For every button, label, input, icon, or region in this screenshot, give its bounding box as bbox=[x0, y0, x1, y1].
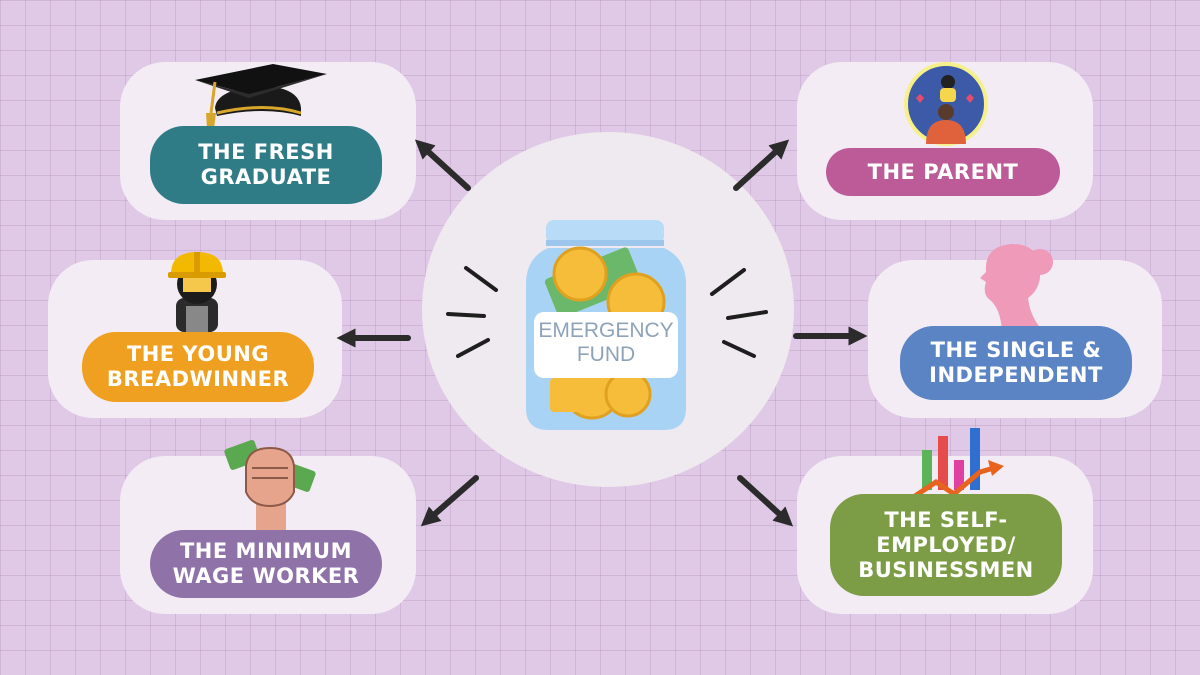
fist-with-money-icon bbox=[224, 439, 316, 534]
emergency-fund-label: EMERGENCY FUND bbox=[530, 312, 682, 374]
self-employed-line3: BUSINESSMEN bbox=[858, 557, 1034, 582]
graduation-cap-icon bbox=[195, 64, 327, 128]
fresh-graduate-line1: THE FRESH bbox=[198, 140, 334, 164]
woman-silhouette-icon bbox=[980, 244, 1053, 330]
arrow-fresh-graduate bbox=[414, 139, 471, 191]
fresh-graduate-line2: GRADUATE bbox=[200, 165, 332, 189]
parent-pill: THE PARENT bbox=[826, 148, 1060, 196]
arrow-minimum-wage-worker bbox=[420, 475, 479, 527]
emergency-fund-jar-icon bbox=[526, 220, 686, 430]
minimum-wage-worker-line1: THE MINIMUM bbox=[179, 539, 352, 563]
single-independent-line2: INDEPENDENT bbox=[929, 363, 1103, 387]
emergency-fund-line1: EMERGENCY bbox=[538, 319, 674, 342]
self-employed-line2: EMPLOYED/ bbox=[876, 532, 1016, 557]
parent-child-icon bbox=[904, 62, 988, 146]
emergency-fund-line2: FUND bbox=[576, 343, 636, 366]
single-independent-pill: THE SINGLE &INDEPENDENT bbox=[900, 326, 1132, 400]
young-breadwinner-line2: BREADWINNER bbox=[106, 367, 290, 391]
minimum-wage-worker-line2: WAGE WORKER bbox=[172, 564, 360, 588]
single-independent-line1: THE SINGLE & bbox=[930, 338, 1102, 362]
young-breadwinner-line1: THE YOUNG bbox=[126, 342, 270, 366]
self-employed-pill: THE SELF-EMPLOYED/BUSINESSMEN bbox=[830, 494, 1062, 596]
construction-worker-icon bbox=[168, 252, 226, 332]
parent-line1: THE PARENT bbox=[867, 159, 1019, 184]
self-employed-line1: THE SELF- bbox=[884, 507, 1008, 532]
arrow-self-employed bbox=[737, 475, 794, 527]
arrow-parent bbox=[733, 139, 790, 191]
